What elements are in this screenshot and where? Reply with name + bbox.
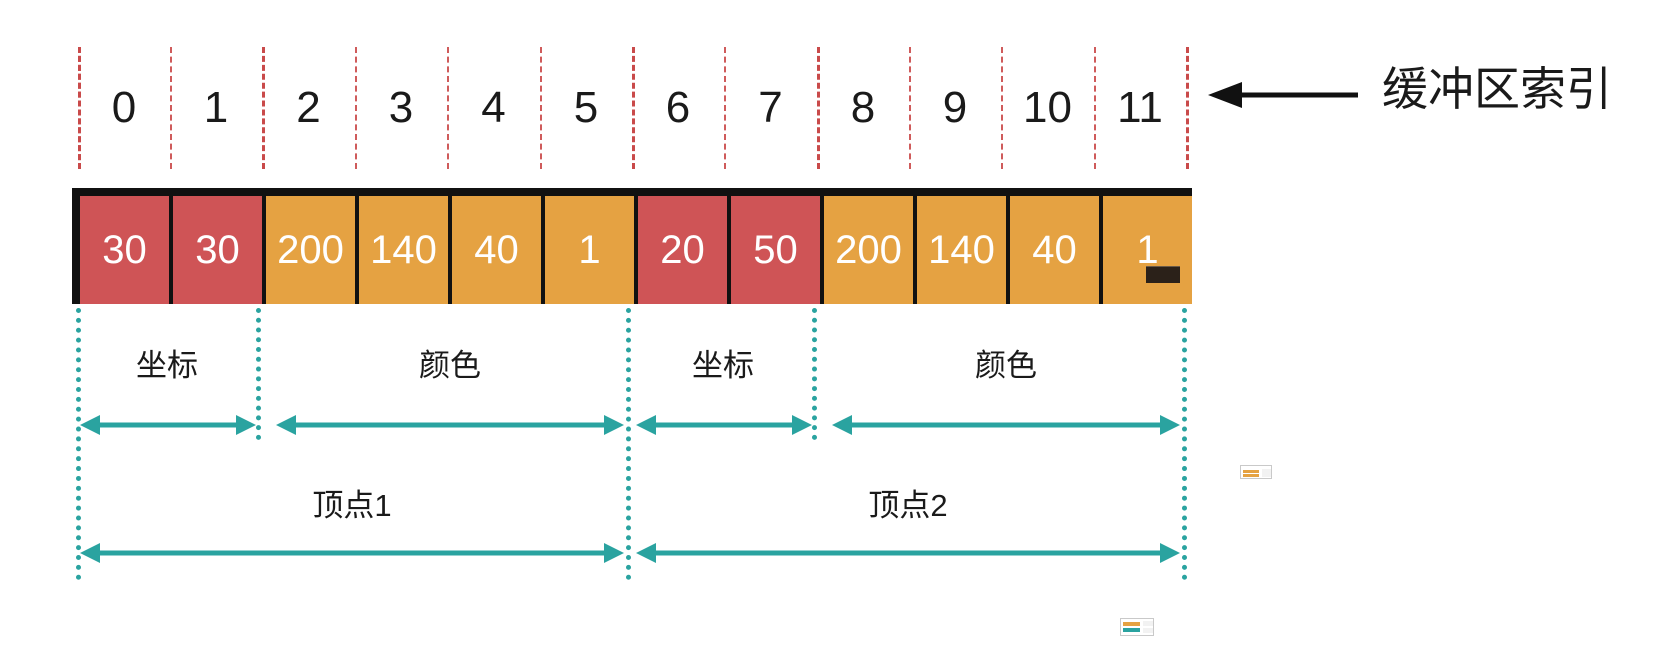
index-separator bbox=[78, 47, 81, 169]
buffer-cell-4[interactable]: 40 bbox=[452, 196, 541, 304]
buffer-cell-6[interactable]: 20 bbox=[638, 196, 727, 304]
index-label-8: 8 bbox=[850, 83, 876, 132]
left-arrow-icon bbox=[1208, 80, 1358, 110]
buffer-cell-3[interactable]: 140 bbox=[359, 196, 448, 304]
group-guide-mid bbox=[626, 308, 631, 580]
index-label-9: 9 bbox=[942, 83, 968, 132]
index-label-10: 10 bbox=[1023, 83, 1072, 132]
index-separator bbox=[1186, 47, 1189, 169]
index-label-2: 2 bbox=[296, 83, 321, 132]
buffer-index-caption: 缓冲区索引 bbox=[1382, 63, 1612, 115]
attribute-span-arrow-coord-1 bbox=[80, 412, 256, 438]
index-separator bbox=[817, 47, 820, 169]
attribute-guide-a bbox=[256, 308, 261, 440]
index-separator bbox=[540, 47, 542, 169]
index-label-7: 7 bbox=[758, 83, 783, 132]
buffer-cell-9[interactable]: 140 bbox=[917, 196, 1006, 304]
index-label-5: 5 bbox=[573, 83, 599, 132]
buffer-cell-0[interactable]: 30 bbox=[80, 196, 169, 304]
index-separator bbox=[1001, 47, 1003, 169]
index-label-1: 1 bbox=[203, 83, 229, 132]
index-separator bbox=[724, 47, 726, 169]
buffer-cell-1[interactable]: 30 bbox=[173, 196, 262, 304]
vertex-span-arrow-2 bbox=[636, 540, 1180, 566]
attribute-label-coord-1: 坐标 bbox=[136, 348, 198, 383]
index-label-3: 3 bbox=[388, 83, 414, 132]
index-separator bbox=[355, 47, 357, 169]
index-label-0: 0 bbox=[111, 83, 137, 132]
attribute-span-arrow-color-2 bbox=[832, 412, 1180, 438]
buffer-cell-5[interactable]: 1 bbox=[545, 196, 634, 304]
attribute-guide-b bbox=[812, 308, 817, 440]
index-separator bbox=[632, 47, 635, 169]
index-separator bbox=[447, 47, 449, 169]
buffer-cell-2[interactable]: 200 bbox=[266, 196, 355, 304]
attribute-label-color-1: 颜色 bbox=[419, 348, 481, 383]
group-guide-end bbox=[1182, 308, 1187, 580]
buffer-cell-10[interactable]: 40 bbox=[1010, 196, 1099, 304]
screen-artifact-thumb-2 bbox=[1120, 618, 1154, 636]
index-label-4: 4 bbox=[481, 83, 506, 132]
vertex-label-1: 顶点1 bbox=[312, 488, 392, 523]
group-guide-start bbox=[76, 308, 81, 580]
index-separator bbox=[909, 47, 911, 169]
attribute-span-arrow-color-1 bbox=[276, 412, 624, 438]
index-label-11: 11 bbox=[1117, 83, 1163, 132]
screen-artifact bbox=[1146, 266, 1180, 283]
index-separator bbox=[170, 47, 172, 169]
buffer-cell-11[interactable]: 1 bbox=[1103, 196, 1192, 304]
screen-artifact-thumb-1 bbox=[1240, 465, 1272, 479]
attribute-label-color-2: 颜色 bbox=[975, 348, 1037, 383]
buffer-cell-row: 30 30 200 140 40 1 20 50 200 140 40 1 bbox=[72, 188, 1192, 304]
index-separator bbox=[262, 47, 265, 169]
index-separator bbox=[1094, 47, 1096, 169]
buffer-cell-8[interactable]: 200 bbox=[824, 196, 913, 304]
vertex-span-arrow-1 bbox=[80, 540, 624, 566]
attribute-span-arrow-coord-2 bbox=[636, 412, 812, 438]
attribute-label-coord-2: 坐标 bbox=[692, 348, 754, 383]
index-label-6: 6 bbox=[665, 83, 691, 132]
buffer-cell-7[interactable]: 50 bbox=[731, 196, 820, 304]
buffer-index-row: 0 1 2 3 4 5 6 7 8 9 10 11 bbox=[78, 47, 1189, 169]
vertex-label-2: 顶点2 bbox=[868, 488, 948, 523]
